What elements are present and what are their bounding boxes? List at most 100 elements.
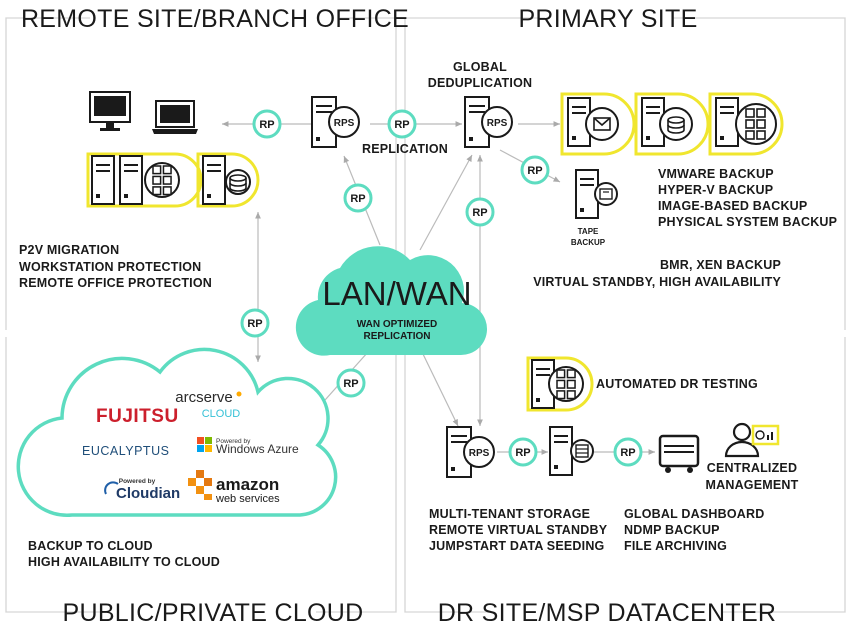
dr-feature-right-3: FILE ARCHIVING [624, 539, 727, 553]
dr-feature-right-1: GLOBAL DASHBOARD [624, 507, 764, 521]
dr-feature-left-3: JUMPSTART DATA SEEDING [429, 539, 604, 553]
global-dedup-line1: GLOBAL [453, 60, 507, 74]
primary-feature-3: IMAGE-BASED BACKUP [658, 199, 807, 213]
rp-badge-cloud-to-remote: RP [343, 183, 373, 213]
rp-badge-dr-1: RP [508, 437, 538, 467]
cloud-feature-1: BACKUP TO CLOUD [28, 539, 153, 553]
svg-text:RP: RP [394, 119, 409, 131]
centralized-line2: MANAGEMENT [706, 478, 799, 492]
cloud-logos: FUJITSU arcserve CLOUD EUCALYPTUS Powere… [82, 389, 299, 505]
remote-frame-right [340, 17, 397, 330]
svg-text:RP: RP [350, 193, 365, 205]
database-server-icon [634, 92, 710, 156]
diagram-labels: REPLICATION GLOBAL DEDUPLICATION TAPE BA… [19, 60, 837, 569]
svg-text:RPS: RPS [334, 118, 355, 129]
public-cloud-shape [16, 347, 338, 518]
rp-badge-tape: RP [520, 155, 550, 185]
dr-feature-left-2: REMOTE VIRTUAL STANDBY [429, 523, 608, 537]
svg-text:RP: RP [472, 207, 487, 219]
rp-badge-wan-to-cloud: RP [336, 368, 366, 398]
rp-badge-replication: RP [387, 109, 417, 139]
primary-frame-left [404, 17, 545, 330]
arcserve-logo: arcserve [175, 389, 233, 406]
centralized-line1: CENTRALIZED [707, 461, 797, 475]
replication-label: REPLICATION [363, 331, 430, 342]
rp-badge-dr-2: RP [613, 437, 643, 467]
title-remote-site: REMOTE SITE/BRANCH OFFICE [21, 5, 409, 33]
rp-badge-primary-vertical: RP [465, 197, 495, 227]
svg-text:RP: RP [259, 119, 274, 131]
vm-server-icon [708, 92, 784, 156]
rps-node-remote: RPS [311, 96, 360, 148]
cloud-feature-2: HIGH AVAILABILITY TO CLOUD [28, 555, 220, 569]
lan-wan-cloud: LAN/WAN WAN OPTIMIZED REPLICATION [295, 246, 488, 356]
remote-feature-2: WORKSTATION PROTECTION [19, 260, 201, 274]
amazon-logo: amazon [216, 475, 279, 494]
rp-badge-remote-link: RP [252, 109, 282, 139]
windows-flag-icon [197, 437, 212, 452]
svg-text:RP: RP [515, 447, 530, 459]
remote-site-icons [86, 91, 260, 208]
rps-node-primary: RPS [464, 96, 513, 148]
azure-logo: Windows Azure [216, 442, 299, 456]
title-cloud: PUBLIC/PRIVATE CLOUD [63, 599, 364, 627]
rp-badge-remote-to-cloud: RP [240, 308, 270, 338]
tape-backup-line2: BACKUP [571, 238, 606, 247]
cloud-frame-left [5, 337, 110, 613]
dr-feature-left-1: MULTI-TENANT STORAGE [429, 507, 590, 521]
tape-backup-line1: TAPE [578, 227, 599, 236]
lan-wan-title: LAN/WAN [322, 275, 471, 312]
cloudian-swoosh-icon [104, 481, 119, 495]
svg-text:RPS: RPS [487, 118, 508, 129]
arcserve-dot-icon [236, 391, 242, 397]
primary-extra-1: BMR, XEN BACKUP [660, 258, 781, 272]
svg-text:RP: RP [343, 378, 358, 390]
storage-server-icon [549, 426, 594, 476]
title-primary-site: PRIMARY SITE [518, 5, 697, 33]
quadrant-frames [5, 17, 846, 613]
amazon-web-services-label: web services [215, 493, 280, 505]
replication-text: REPLICATION [362, 142, 448, 156]
automated-dr-server-icon [526, 356, 594, 412]
dr-feature-right-2: NDMP BACKUP [624, 523, 720, 537]
cloudian-powered-by: Powered by [119, 478, 156, 485]
tape-backup-icon [575, 169, 618, 219]
title-dr-site: DR SITE/MSP DATACENTER [438, 599, 777, 627]
dr-frame-left [404, 337, 492, 613]
remote-frame-left [5, 17, 90, 330]
arcserve-cloud-label: CLOUD [202, 408, 241, 420]
primary-feature-1: VMWARE BACKUP [658, 167, 774, 181]
remote-feature-3: REMOTE OFFICE PROTECTION [19, 276, 212, 290]
svg-text:RP: RP [620, 447, 635, 459]
primary-site-icons [560, 92, 784, 219]
rps-node-dr: RPS [446, 426, 495, 478]
laptop-icon [151, 100, 199, 135]
admin-user-icon [724, 422, 780, 458]
dr-site-icons [526, 356, 780, 476]
fujitsu-logo: FUJITSU [96, 406, 179, 427]
primary-extra-2: VIRTUAL STANDBY, HIGH AVAILABILITY [533, 275, 781, 289]
automated-dr-label: AUTOMATED DR TESTING [596, 377, 758, 391]
wan-optimized-label: WAN OPTIMIZED [357, 319, 438, 330]
amazon-boxes-icon [188, 470, 212, 500]
svg-text:RP: RP [247, 318, 262, 330]
svg-text:RP: RP [527, 165, 542, 177]
svg-text:RPS: RPS [469, 448, 490, 459]
cloud-frame-right [316, 337, 397, 613]
azure-powered-by: Powered by [216, 438, 251, 445]
physical-servers-icon [86, 152, 203, 208]
rp-badges: RP RP RP RP RP RP RP RP RP [240, 109, 643, 467]
primary-feature-2: HYPER-V BACKUP [658, 183, 773, 197]
db-server-icon [196, 152, 260, 208]
dr-frame-right [722, 337, 846, 613]
global-dedup-line2: DEDUPLICATION [428, 76, 532, 90]
tape-library-truck-icon [658, 434, 700, 473]
cloudian-logo: Cloudian [116, 485, 180, 502]
desktop-monitor-icon [89, 91, 131, 132]
remote-feature-1: P2V MIGRATION [19, 243, 119, 257]
primary-feature-4: PHYSICAL SYSTEM BACKUP [658, 215, 837, 229]
eucalyptus-logo: EUCALYPTUS [82, 444, 169, 458]
mail-server-icon [560, 92, 636, 156]
primary-frame-right [672, 17, 846, 330]
